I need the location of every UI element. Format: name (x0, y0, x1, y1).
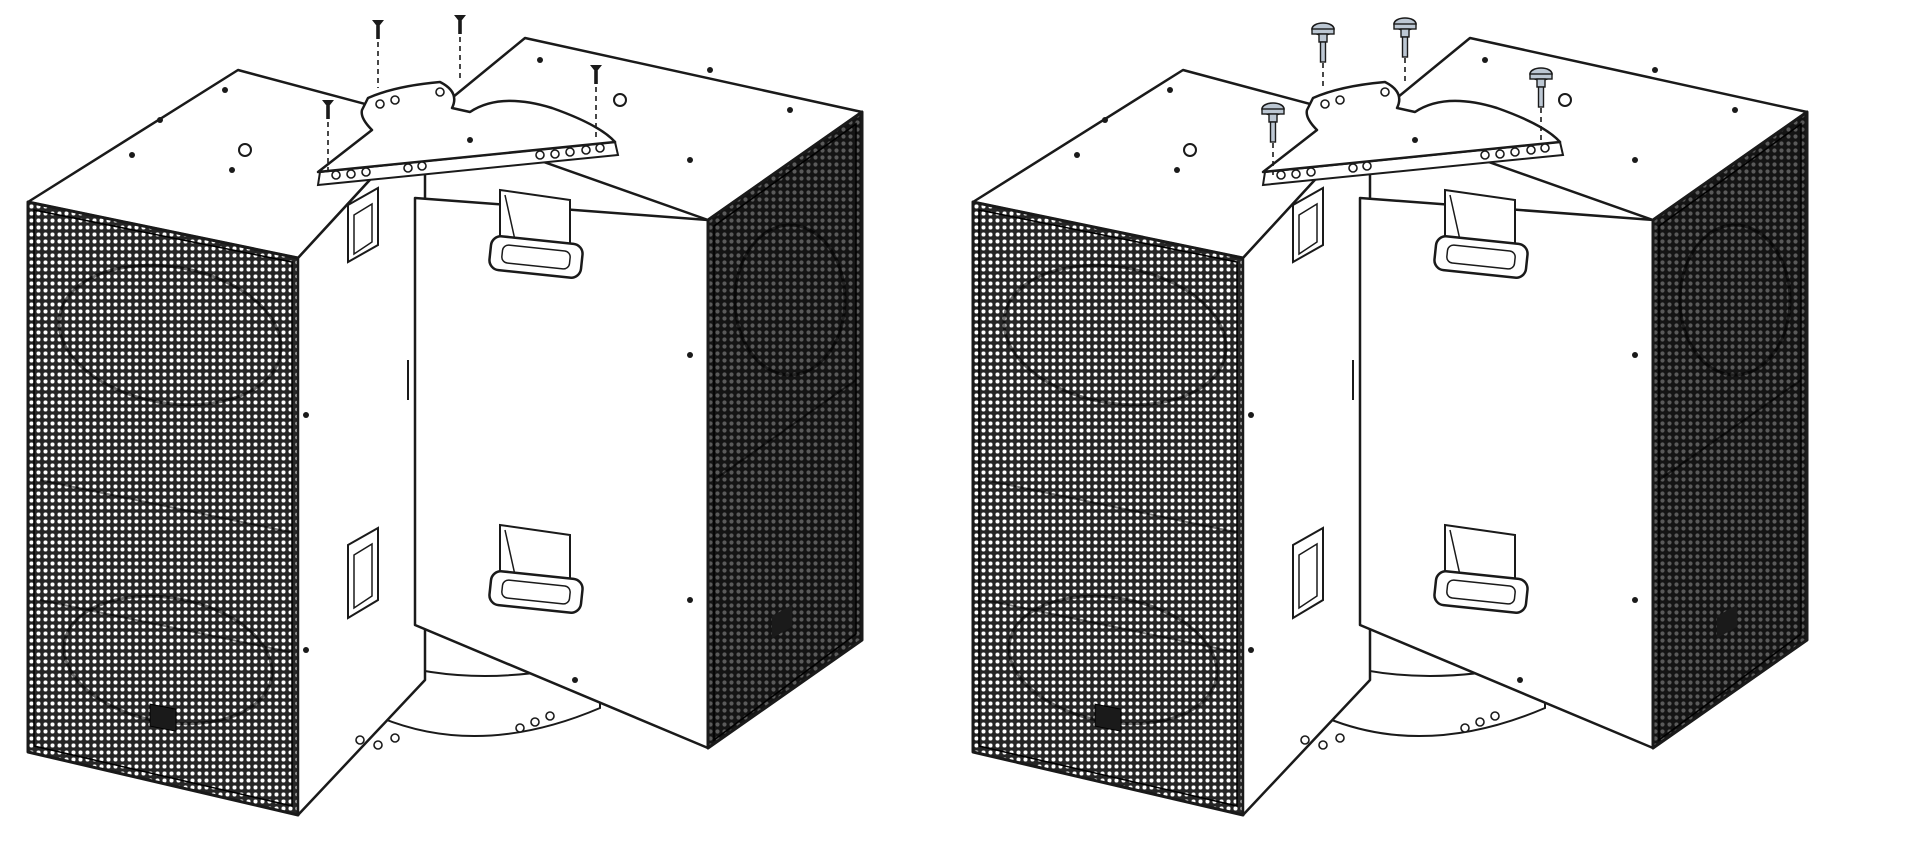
quick-release-pin-icon (1529, 67, 1553, 140)
speaker-assembly-right (971, 36, 1809, 817)
quick-release-pin-icon (1393, 17, 1417, 82)
screw-icon (590, 65, 602, 140)
pins-group (1261, 17, 1553, 175)
quick-release-pin-icon (1311, 22, 1335, 88)
speaker-assembly-left (26, 36, 864, 817)
screw-icon (454, 15, 466, 82)
quick-release-pin-icon (1261, 102, 1285, 175)
screws-group (322, 15, 602, 175)
panel-before-screws (26, 15, 864, 817)
panel-after-pins (971, 17, 1809, 817)
screw-icon (322, 100, 334, 175)
screw-icon (372, 20, 384, 88)
